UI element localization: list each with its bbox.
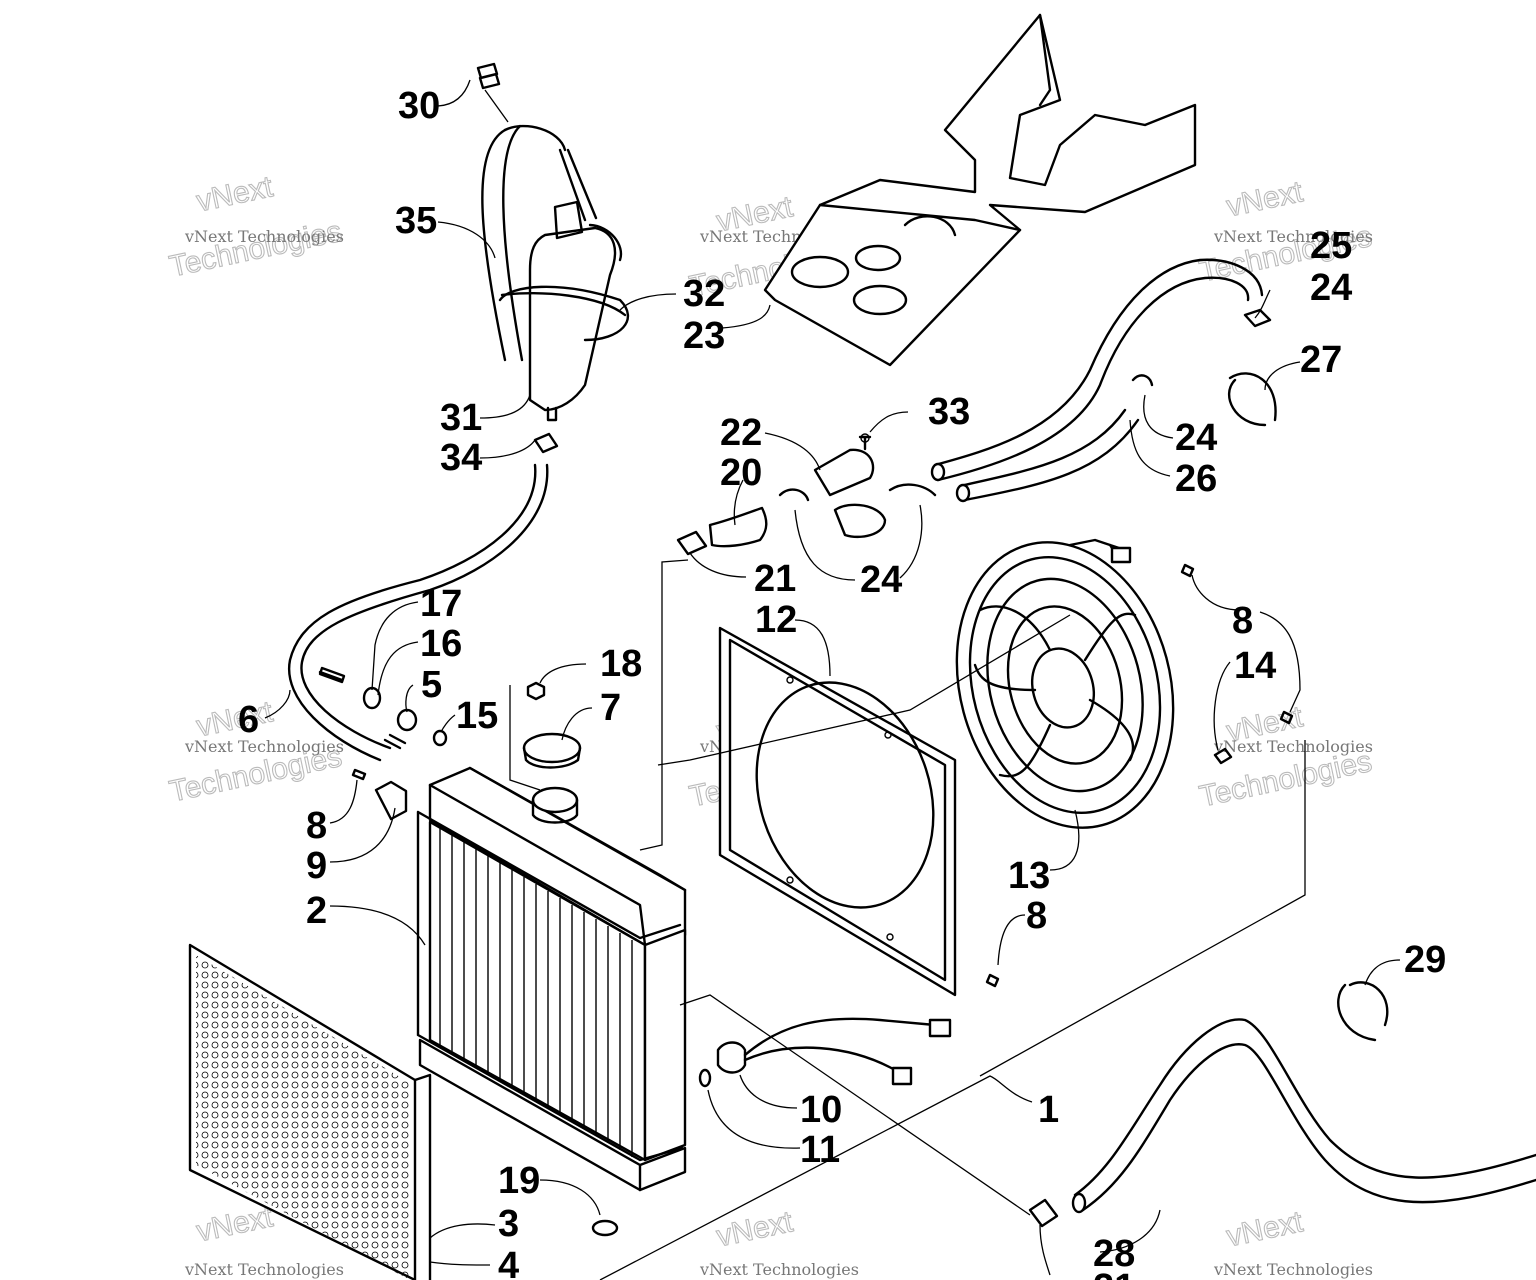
callout-24: 24 (860, 559, 902, 601)
callout-24: 24 (1310, 267, 1352, 309)
watermark-text: vNext Technologies (699, 1260, 859, 1279)
callout-13: 13 (1008, 855, 1050, 897)
callout-30: 30 (398, 85, 440, 127)
watermark-text: vNext Technologies (1213, 227, 1373, 246)
watermark: vNext (713, 1205, 797, 1254)
callout-6: 6 (238, 699, 259, 741)
callout-numbers: 30 35 32 23 31 34 25 24 27 33 22 20 24 2… (238, 85, 1446, 1280)
callout-22: 22 (720, 412, 762, 454)
upper-radiator-hoses (930, 258, 1277, 503)
coolant-reservoir (476, 62, 630, 454)
callout-15: 15 (456, 695, 498, 737)
air-duct-shroud (763, 13, 1197, 367)
radiator-screen (188, 943, 432, 1280)
callout-33: 33 (928, 391, 970, 433)
svg-text:vNext: vNext (1224, 1205, 1307, 1253)
radiator-fins (439, 828, 633, 1157)
callout-20: 20 (720, 452, 762, 494)
watermark-text: vNext Technologies (184, 227, 344, 246)
watermark-text: vNext Technologies (184, 1260, 344, 1279)
callout-16: 16 (420, 623, 462, 665)
thermostat-housing (676, 433, 937, 556)
svg-text:Technologies: Technologies (167, 215, 345, 284)
svg-text:vNext: vNext (194, 170, 277, 218)
callout-21: 21 (754, 558, 796, 600)
callout-26: 26 (1175, 458, 1217, 500)
callout-8: 8 (306, 805, 327, 847)
fan-shroud (718, 626, 957, 997)
callout-27: 27 (1300, 339, 1342, 381)
svg-text:vNext: vNext (1224, 175, 1307, 223)
overflow-hose (287, 463, 549, 762)
svg-text:vNext: vNext (714, 1205, 797, 1253)
watermark-text: vNext Technologies (1213, 737, 1373, 756)
callout-21: 21 (1093, 1267, 1135, 1280)
callout-11: 11 (800, 1129, 840, 1171)
callout-1: 1 (1038, 1089, 1059, 1131)
callout-28: 28 (1093, 1233, 1135, 1275)
callout-19: 19 (498, 1160, 540, 1202)
callout-2: 2 (306, 890, 327, 932)
callout-23: 23 (683, 315, 725, 357)
callout-10: 10 (800, 1089, 842, 1131)
callout-18: 18 (600, 643, 642, 685)
callout-7: 7 (600, 687, 621, 729)
cooling-fan (955, 538, 1175, 829)
leader-lines (264, 79, 1401, 1280)
callout-31: 31 (440, 397, 482, 439)
watermark: vNext Technologies (166, 170, 345, 285)
callout-35: 35 (395, 200, 437, 242)
callout-9: 9 (306, 845, 327, 887)
callout-29: 29 (1404, 939, 1446, 981)
fasteners (318, 435, 1294, 988)
callout-3: 3 (498, 1203, 519, 1245)
callout-34: 34 (440, 437, 482, 479)
callout-24: 24 (1175, 417, 1217, 459)
callout-14: 14 (1234, 645, 1276, 687)
callout-8: 8 (1026, 895, 1047, 937)
watermark-text: vNext Technologies (1213, 1260, 1373, 1279)
callout-4: 4 (498, 1245, 519, 1280)
callout-32: 32 (683, 273, 725, 315)
callout-12: 12 (755, 599, 797, 641)
radiator (416, 732, 952, 1237)
callout-8: 8 (1232, 600, 1253, 642)
watermark-text: vNext Technologies (184, 737, 344, 756)
callout-25: 25 (1310, 225, 1352, 267)
callout-17: 17 (420, 583, 462, 625)
callout-5: 5 (421, 664, 442, 706)
lower-radiator-hose (1028, 981, 1536, 1228)
watermark: vNext (1223, 1205, 1307, 1254)
